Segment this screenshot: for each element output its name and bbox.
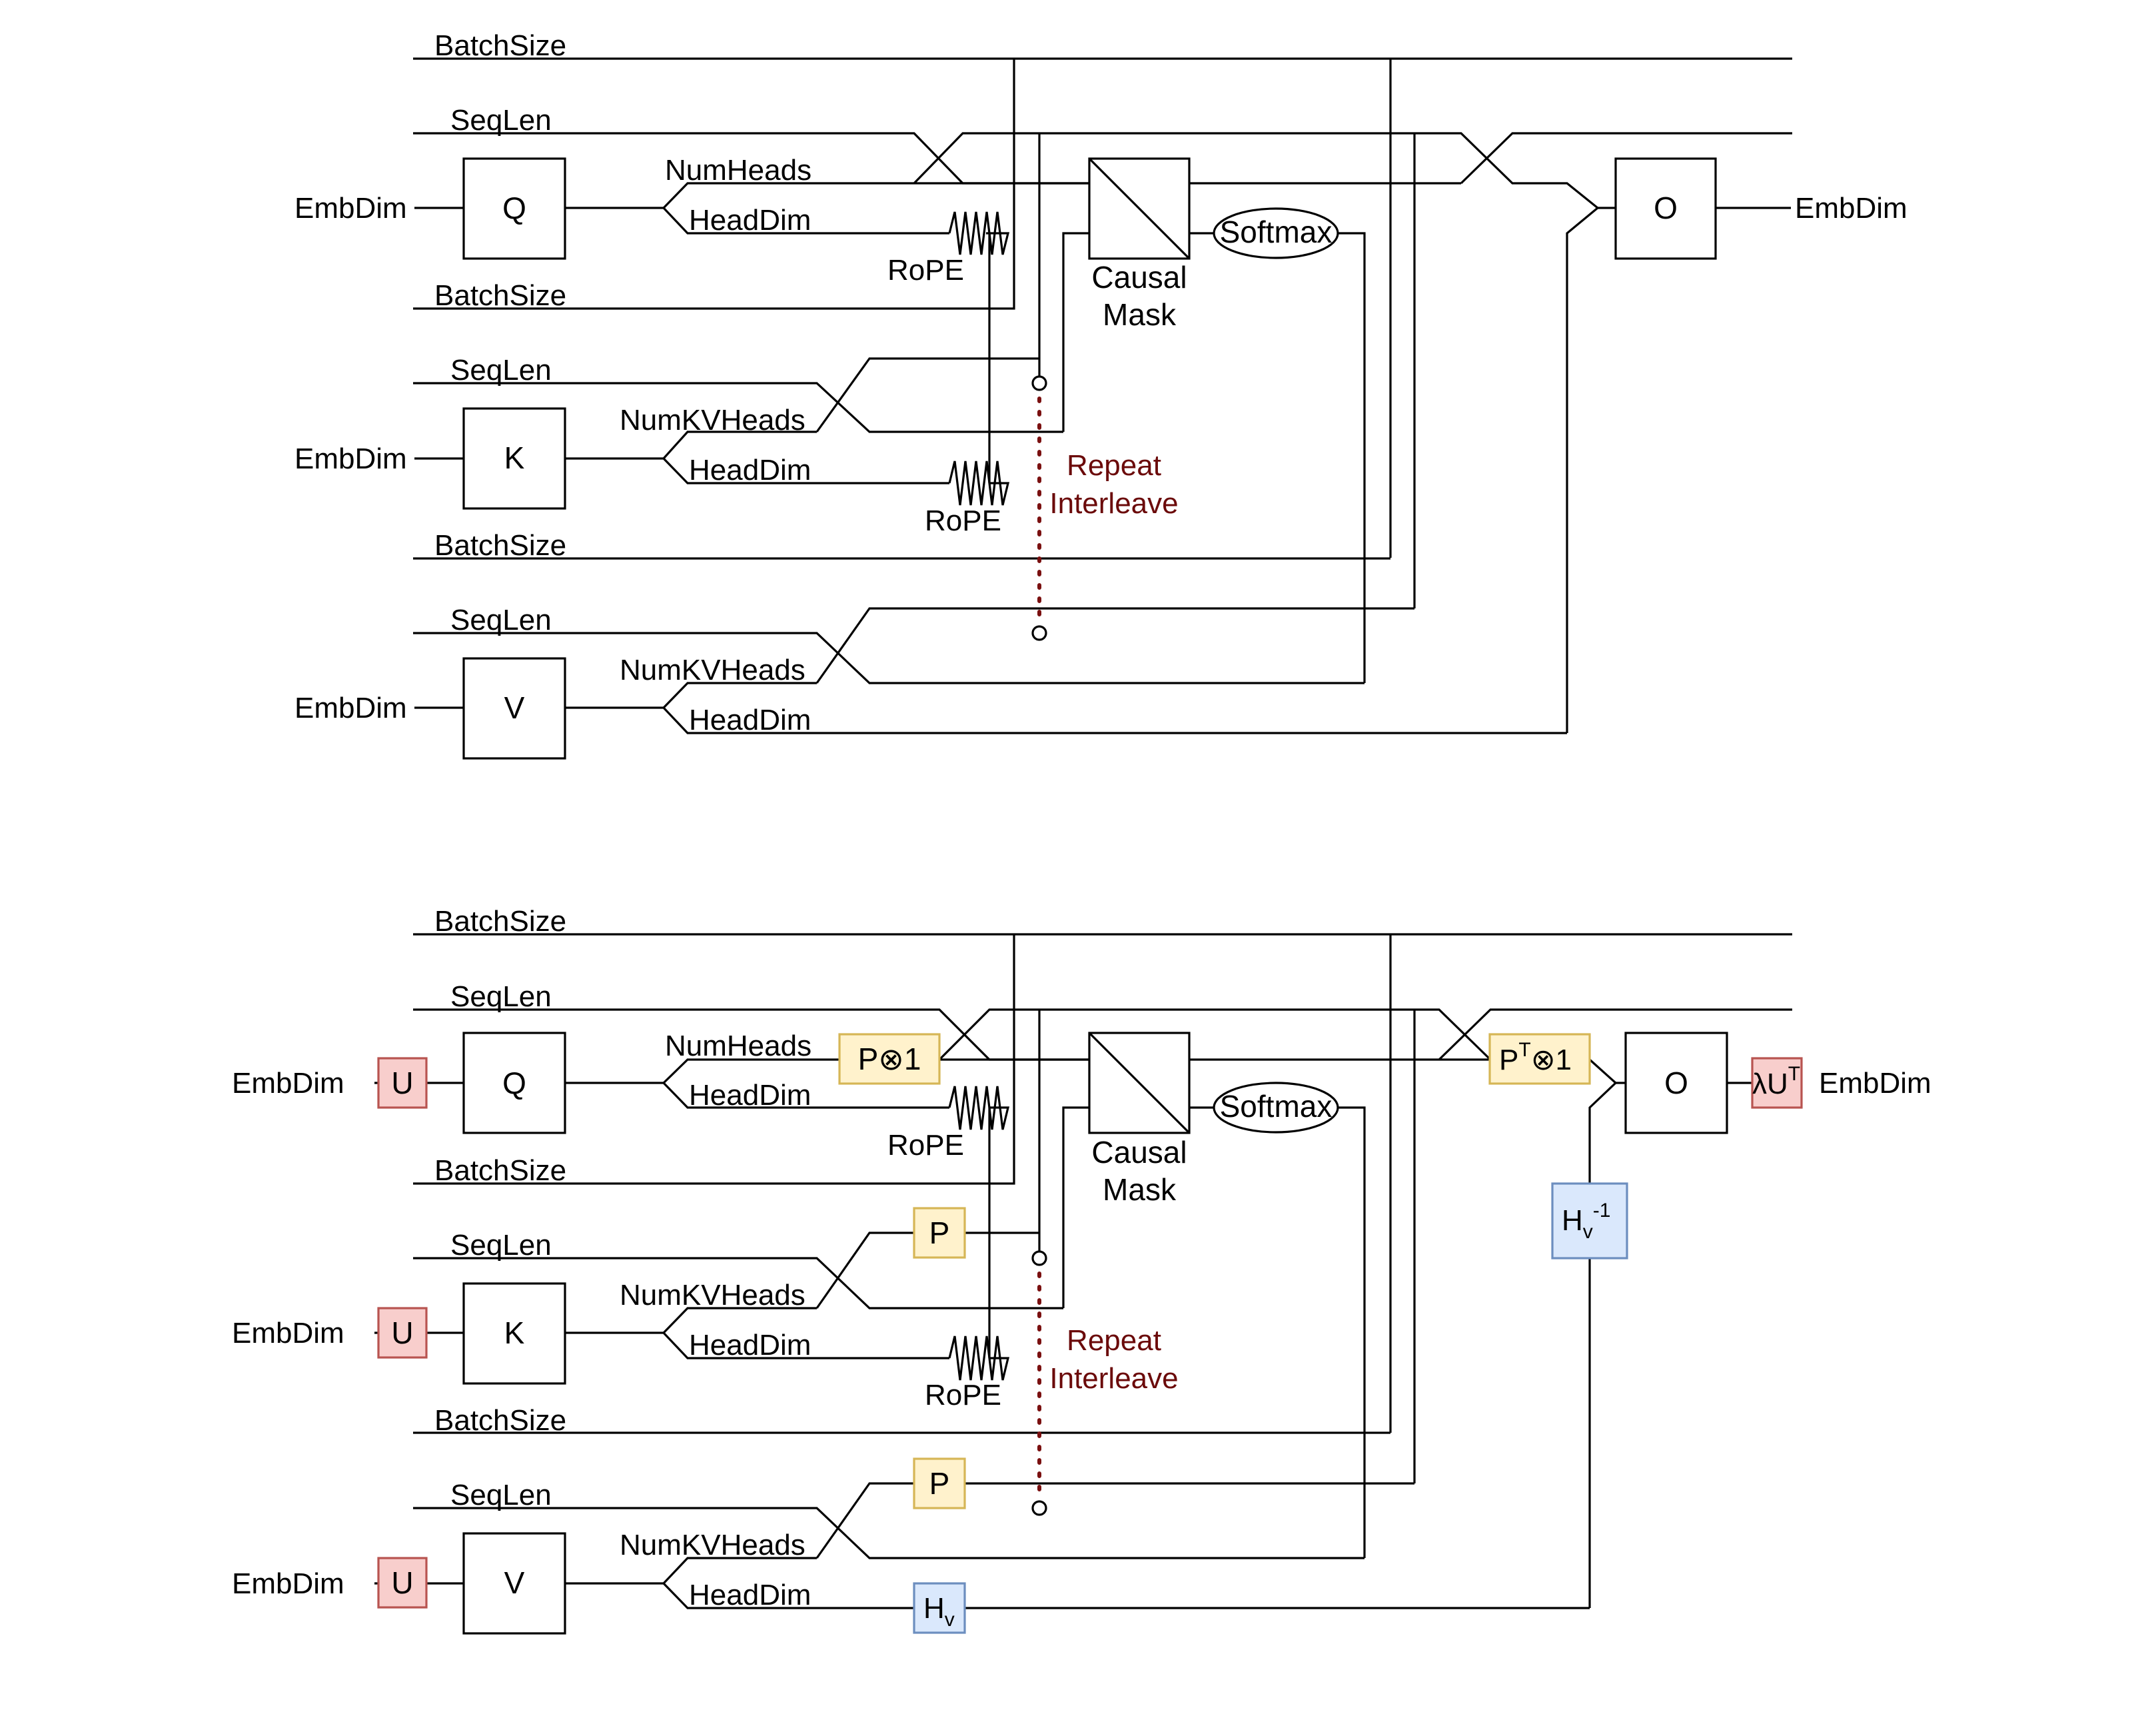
v-box-bottom-label: V xyxy=(504,1565,525,1600)
v-box-bottom xyxy=(462,1532,566,1635)
rope-k-label: RoPE xyxy=(925,504,1001,537)
seq-len-label: SeqLen xyxy=(450,104,552,137)
head-dim-v-label: HeadDim xyxy=(689,704,811,736)
emb-dim-k-label: EmbDim xyxy=(294,442,407,475)
emb-dim-q-label-bottom: EmbDim xyxy=(232,1067,344,1100)
rope-q-label-bottom: RoPE xyxy=(887,1129,964,1162)
hv-box-label: Hv xyxy=(923,1592,955,1631)
lambda-ut-box xyxy=(1751,1057,1803,1109)
p-kron-1-label: P⊗1 xyxy=(858,1042,921,1076)
pt-kron-1-box xyxy=(1488,1033,1591,1085)
q-box xyxy=(462,157,566,260)
batch-size-q-label-bottom: BatchSize xyxy=(434,1154,566,1187)
emb-dim-v-label: EmbDim xyxy=(294,692,407,724)
u-box-v-label: U xyxy=(391,1565,413,1600)
u-box-k xyxy=(377,1307,428,1359)
repeat-label: Repeat xyxy=(1067,449,1161,482)
head-dim-q-label: HeadDim xyxy=(689,204,811,237)
lambda-ut-label: λUT xyxy=(1752,1063,1800,1100)
hv-inverse-label: Hv-1 xyxy=(1562,1200,1610,1243)
u-box-k-label: U xyxy=(391,1315,413,1350)
emb-dim-q-label: EmbDim xyxy=(294,192,407,225)
o-box-label: O xyxy=(1654,191,1678,225)
repeat-start-node-bottom xyxy=(1031,1250,1047,1266)
u-box-v xyxy=(377,1557,428,1609)
repeat-end-node-bottom xyxy=(1031,1500,1047,1516)
batch-size-k-label-bottom: BatchSize xyxy=(434,1404,566,1437)
p-box-k xyxy=(913,1207,966,1259)
p-box-v xyxy=(913,1457,966,1509)
k-box-label: K xyxy=(504,440,525,475)
q-box-bottom xyxy=(462,1032,566,1134)
num-kv-heads-v-label: NumKVHeads xyxy=(620,654,806,686)
head-dim-k-label-bottom: HeadDim xyxy=(689,1329,811,1361)
num-kv-heads-k-label-bottom: NumKVHeads xyxy=(620,1279,806,1311)
k-box-bottom-label: K xyxy=(504,1315,525,1350)
bottom-attention-diagram: U U U Q K V P⊗1 P P Hv PT⊗1 Hv-1 O λUT xyxy=(232,905,1931,1635)
q-box-label: Q xyxy=(502,191,526,225)
softmax-label-bottom: Softmax xyxy=(1220,1089,1333,1124)
num-heads-label-bottom: NumHeads xyxy=(665,1030,811,1062)
num-kv-heads-k-label: NumKVHeads xyxy=(620,404,806,436)
rope-k-label-bottom: RoPE xyxy=(925,1379,1001,1411)
head-dim-v-label-bottom: HeadDim xyxy=(689,1579,811,1611)
p-box-v-label: P xyxy=(929,1466,950,1501)
interleave-label-bottom: Interleave xyxy=(1049,1362,1178,1395)
batch-size-label-bottom: BatchSize xyxy=(434,905,566,938)
hv-box xyxy=(913,1582,966,1634)
p-box-k-label: P xyxy=(929,1216,950,1250)
o-box xyxy=(1614,157,1717,260)
softmax-label: Softmax xyxy=(1220,215,1333,249)
v-box-label: V xyxy=(504,690,525,725)
u-box-q xyxy=(377,1057,428,1109)
emb-dim-v-label-bottom: EmbDim xyxy=(232,1567,344,1600)
o-box-bottom xyxy=(1624,1032,1728,1134)
emb-dim-out-label: EmbDim xyxy=(1795,192,1907,225)
emb-dim-k-label-bottom: EmbDim xyxy=(232,1317,344,1349)
top-attention-diagram: BatchSize SeqLen EmbDim Q NumHeads HeadD… xyxy=(294,29,1907,760)
causal-label-bottom: Causal xyxy=(1091,1135,1187,1170)
seq-len-label-bottom: SeqLen xyxy=(450,980,552,1013)
k-box xyxy=(462,407,566,510)
repeat-end-node xyxy=(1031,625,1047,641)
v-box xyxy=(462,657,566,760)
seq-len-k-label: SeqLen xyxy=(450,354,552,387)
repeat-start-node xyxy=(1031,375,1047,391)
head-dim-k-label: HeadDim xyxy=(689,454,811,486)
batch-size-label: BatchSize xyxy=(434,29,566,62)
q-box-bottom-label: Q xyxy=(502,1066,526,1100)
k-box-bottom xyxy=(462,1282,566,1385)
pt-kron-1-label: PT⊗1 xyxy=(1499,1039,1572,1076)
rope-q-label: RoPE xyxy=(887,254,964,287)
causal-label: Causal xyxy=(1091,260,1187,295)
batch-size-k-label: BatchSize xyxy=(434,529,566,562)
num-heads-label: NumHeads xyxy=(665,154,811,187)
seq-len-v-label-bottom: SeqLen xyxy=(450,1479,552,1511)
batch-size-q-label: BatchSize xyxy=(434,279,566,312)
hv-inverse-box xyxy=(1551,1182,1628,1260)
mask-label: Mask xyxy=(1103,297,1177,332)
interleave-label: Interleave xyxy=(1049,487,1178,520)
repeat-label-bottom: Repeat xyxy=(1067,1324,1161,1357)
seq-len-k-label-bottom: SeqLen xyxy=(450,1229,552,1262)
mask-label-bottom: Mask xyxy=(1103,1172,1177,1207)
head-dim-q-label-bottom: HeadDim xyxy=(689,1079,811,1112)
emb-dim-out-label-bottom: EmbDim xyxy=(1819,1067,1931,1100)
u-box-q-label: U xyxy=(391,1066,413,1100)
num-kv-heads-v-label-bottom: NumKVHeads xyxy=(620,1529,806,1561)
seq-len-v-label: SeqLen xyxy=(450,604,552,636)
o-box-bottom-label: O xyxy=(1664,1066,1688,1100)
p-kron-1-box xyxy=(838,1033,941,1085)
